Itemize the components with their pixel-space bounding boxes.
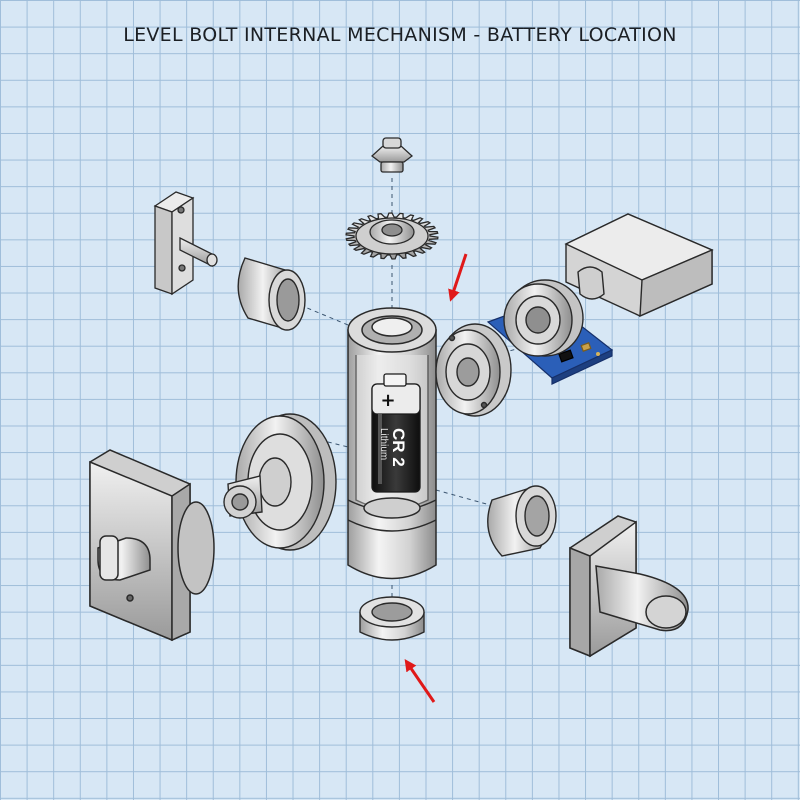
top-cover-plate: [564, 213, 714, 318]
pcb-bearing: [503, 279, 584, 357]
top-knob-component: [370, 137, 414, 173]
battery-location-arrow-bottom: [404, 659, 436, 703]
interior-thumbturn-assembly: [89, 449, 215, 642]
battery-model-label: CR 2: [389, 428, 408, 467]
left-spacer-ring: [237, 257, 306, 331]
bottom-bearing-ring: [359, 596, 425, 641]
left-mounting-plate: [153, 191, 218, 296]
diagram-title: LEVEL BOLT INTERNAL MECHANISM - BATTERY …: [123, 24, 677, 46]
battery-location-arrow-top: [448, 253, 468, 302]
cr2-battery: [371, 373, 421, 493]
clutch-disc: [223, 413, 337, 551]
drive-gear-component: [345, 212, 439, 260]
ring-gear-disc: [435, 323, 512, 417]
battery-chemistry-label: Lithium: [378, 428, 389, 460]
right-spacer-ring: [487, 485, 557, 557]
exterior-lever-assembly: [569, 515, 689, 658]
battery-polarity-label: +: [380, 390, 395, 411]
